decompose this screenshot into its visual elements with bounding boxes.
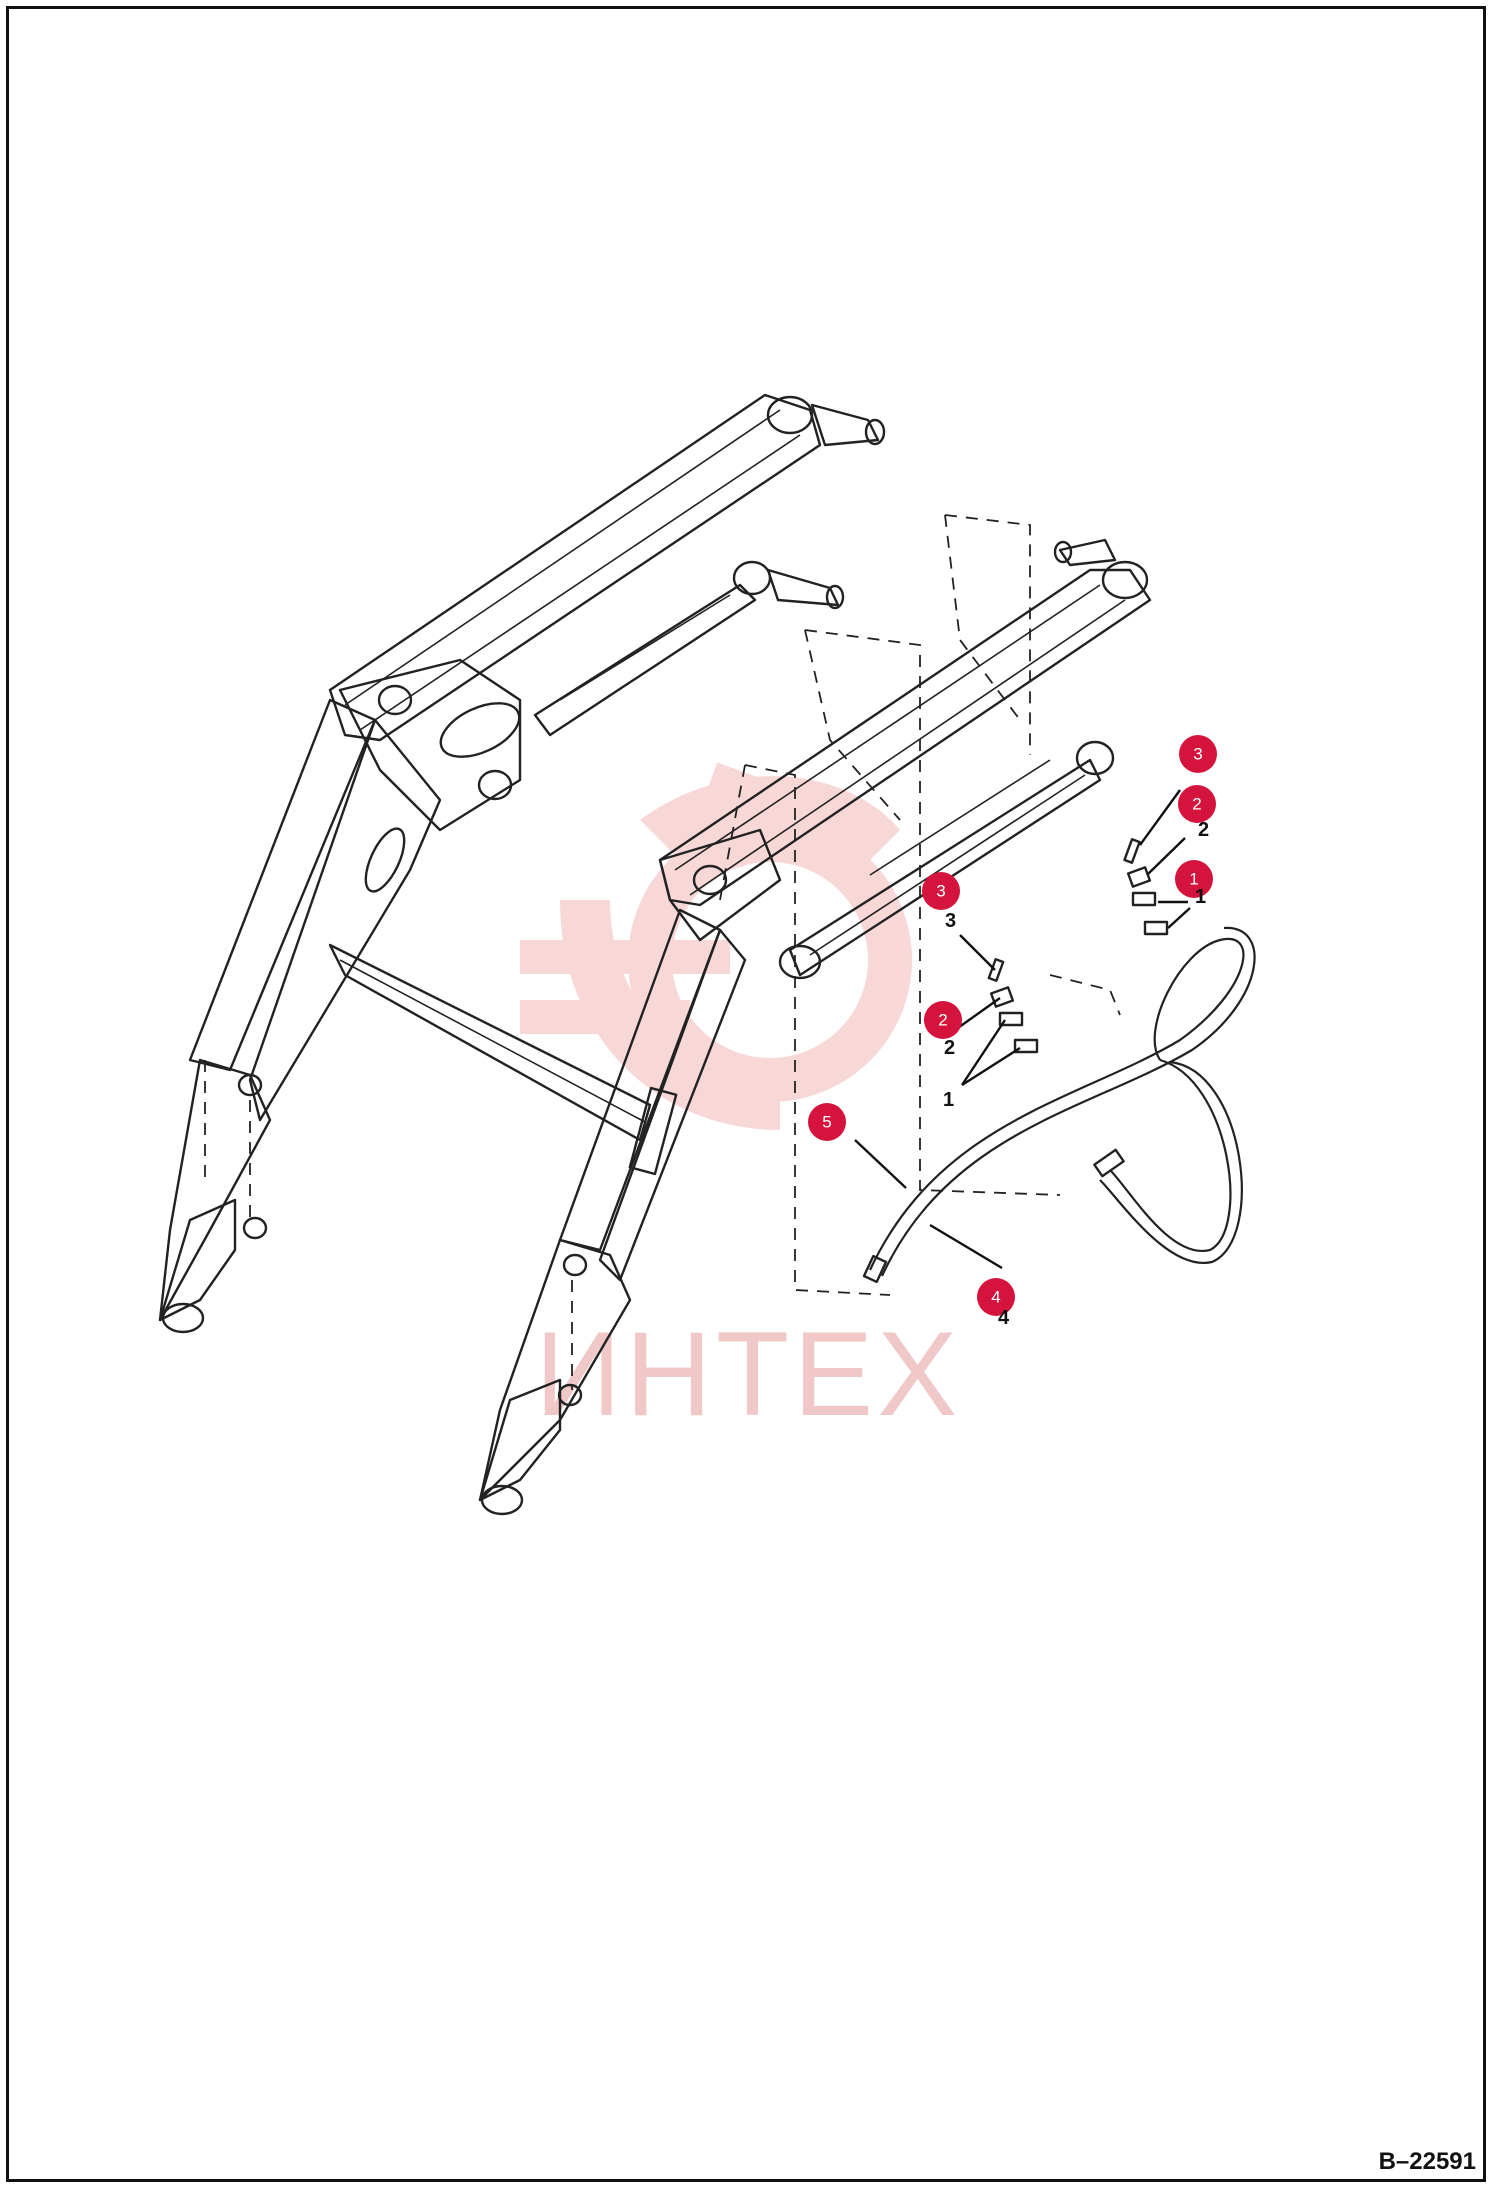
item-number: 1 bbox=[1195, 886, 1206, 908]
watermark-logo bbox=[520, 762, 912, 1130]
item-number: 1 bbox=[943, 1089, 954, 1111]
svg-text:2: 2 bbox=[1192, 795, 1201, 814]
svg-text:5: 5 bbox=[822, 1113, 831, 1132]
item-number: 2 bbox=[1198, 819, 1209, 841]
watermark-text: ИНТЕХ bbox=[535, 1307, 961, 1441]
callout-marker: 2 bbox=[924, 1001, 962, 1039]
clamp-hardware bbox=[987, 838, 1169, 1054]
svg-text:1: 1 bbox=[1189, 870, 1198, 889]
item-number: 2 bbox=[944, 1037, 955, 1059]
callout-marker: 5 bbox=[808, 1103, 846, 1141]
drawing-id: B–22591 bbox=[1378, 2148, 1476, 2175]
svg-text:3: 3 bbox=[936, 882, 945, 901]
callout-marker: 1 bbox=[1175, 860, 1213, 898]
item-number: 4 bbox=[998, 1307, 1010, 1329]
item-number: 3 bbox=[945, 910, 956, 932]
phantom-outlines bbox=[719, 514, 1121, 1296]
leader-lines bbox=[854, 789, 1191, 1270]
svg-text:3: 3 bbox=[1193, 745, 1202, 764]
callout-marker: 4 bbox=[977, 1278, 1015, 1316]
callout-marker: 2 bbox=[1178, 785, 1216, 823]
svg-text:2: 2 bbox=[938, 1011, 947, 1030]
left-loader-arm bbox=[158, 393, 886, 1334]
callout-marker: 3 bbox=[1179, 735, 1217, 773]
callout-marker: 3 bbox=[922, 872, 960, 910]
hose-assembly bbox=[862, 926, 1256, 1284]
svg-text:4: 4 bbox=[991, 1288, 1000, 1307]
